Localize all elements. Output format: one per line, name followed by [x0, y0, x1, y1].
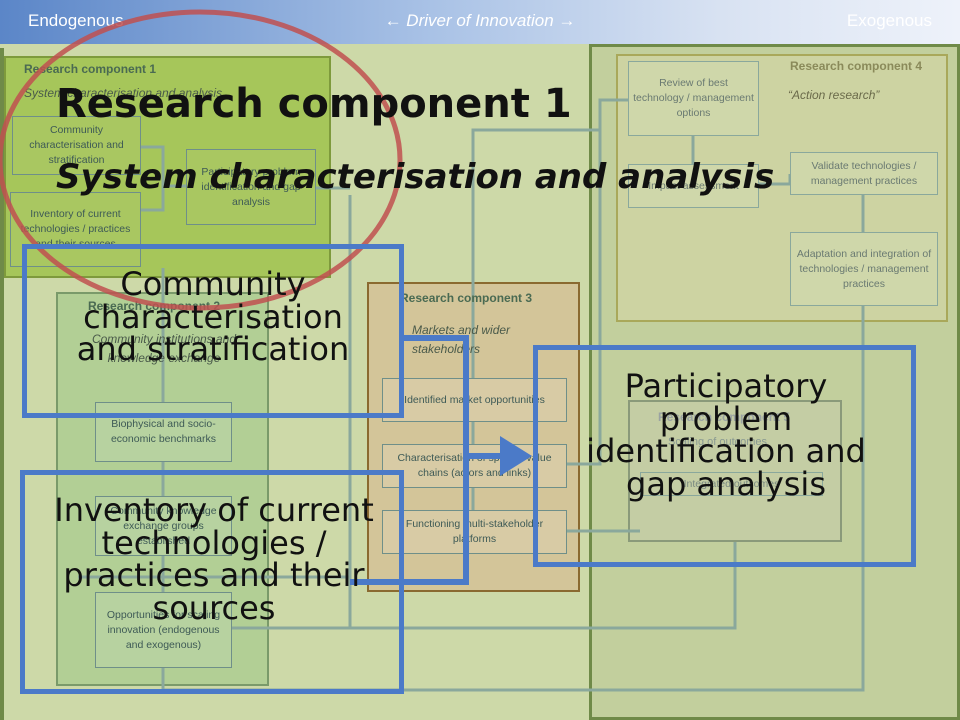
- rc2-benchmarks-box: Biophysical and socio-economic benchmark…: [95, 402, 232, 462]
- rc1-subtitle: System characterisation and analysis: [24, 86, 223, 100]
- overlay-community-text: Community characterisation and stratific…: [76, 265, 350, 369]
- rc1-title: Research component 1: [24, 62, 157, 76]
- rc2-opportunities-box: Opportunities for scaling innovation (en…: [95, 592, 232, 668]
- overlay-inventory-text: Inventory of current technologies / prac…: [54, 491, 374, 627]
- diagram-frame: [0, 48, 960, 720]
- rc5-integrated-box: Integrated outcomes: [640, 472, 823, 496]
- header-bar: [0, 0, 960, 44]
- rc1-community-box: Community characterisation and stratific…: [12, 116, 141, 175]
- overlay-title-line1: Research component 1: [56, 81, 572, 127]
- rc4-adaptation-box: Adaptation and integration of technologi…: [790, 232, 938, 306]
- rc1-participatory-box: Participatory problem identification and…: [186, 149, 316, 225]
- rc3-title: Research component 3: [400, 291, 533, 305]
- rc4-review-box: Review of best technology / management o…: [628, 61, 759, 136]
- overlay-participatory-text: Participatory problem identification and…: [586, 367, 866, 503]
- rc5-line1: Scaling of outcomes: [668, 436, 768, 448]
- community-callout-frame: [22, 244, 404, 418]
- rc4-title: Research component 4: [790, 59, 923, 73]
- rc4-subtitle: “Action research”: [788, 88, 880, 102]
- rc5-panel: [628, 400, 842, 542]
- rc2-groups-box: Community knowledge exchange groups esta…: [95, 496, 232, 556]
- driver-of-innovation-label: ← Driver of Innovation →: [384, 11, 576, 30]
- endogenous-label: Endogenous: [28, 11, 124, 30]
- rc5-title: Research component 5: [658, 410, 791, 424]
- exogenous-label: Exogenous: [846, 11, 932, 30]
- rc4-impact-box: Impact assessment: [628, 164, 759, 208]
- rc4-validate-box: Validate technologies / management pract…: [790, 152, 938, 195]
- rc1-inventory-box: Inventory of current technologies / prac…: [10, 192, 141, 267]
- overlay-title-line2: System characterisation and analysis: [56, 157, 775, 197]
- rc2-subtitle: Community institutions and knowledge exc…: [91, 332, 237, 365]
- participatory-callout-frame: [533, 345, 916, 567]
